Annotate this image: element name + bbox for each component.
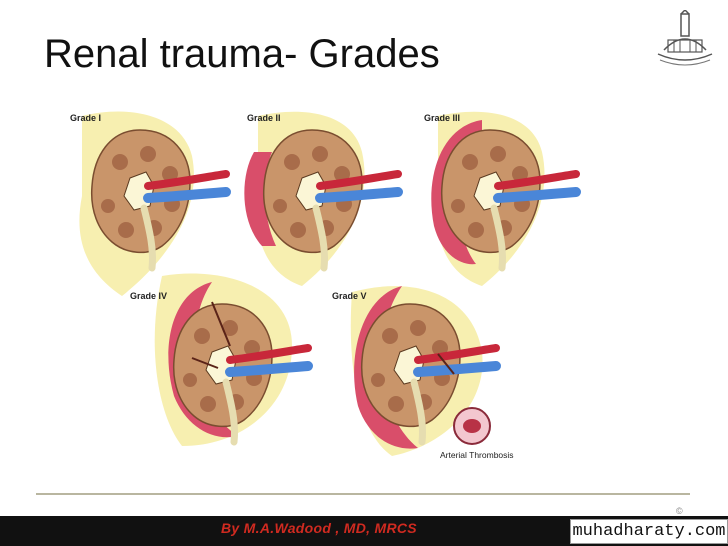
grade-1-label: Grade I [70,113,101,123]
arterial-thrombosis-label: Arterial Thrombosis [440,450,514,460]
grade-3-label: Grade III [424,113,460,123]
site-watermark: muhadharaty.com [570,519,728,544]
grade-4-panel: Grade IV [130,273,308,446]
grade-1-panel: Grade I [70,111,226,296]
grade-5-label: Grade V [332,291,367,301]
grade-4-label: Grade IV [130,291,167,301]
author-credit: By M.A.Wadood , MD, MRCS [221,520,417,536]
footer-divider [36,493,690,495]
copyright-symbol: © [676,506,683,516]
university-emblem-icon [654,8,716,68]
grade-5-panel: Grade V Arterial Thrombosis [332,286,514,460]
grade-2-label: Grade II [247,113,281,123]
renal-trauma-illustration: Grade I Grade II Grade III Grade IV [62,96,594,466]
grade-2-panel: Grade II [244,111,398,286]
slide-title: Renal trauma- Grades [44,32,440,76]
grade-3-panel: Grade III [424,111,576,286]
